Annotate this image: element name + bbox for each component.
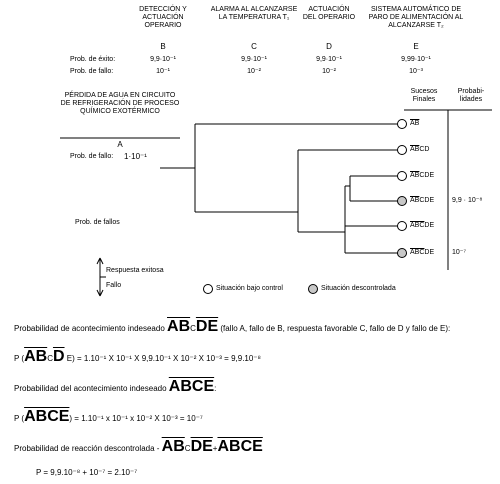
p-fallo-c: 10⁻² [247,68,261,75]
legend-descontrolada: Situación descontrolada [321,285,396,292]
initiator-letter: A [117,140,123,149]
event-letter-b: B [160,42,166,51]
eq-line-4: P (ABCE) = 1.10⁻¹ x 10⁻¹ x 10⁻² X 10⁻³ =… [14,408,203,425]
outcome-label-5: ABCDE [410,222,435,229]
outcome-circle-bad [397,196,407,206]
outcome-label-1: AB [410,120,420,127]
p-exito-d: 9,9·10⁻¹ [316,56,342,63]
p-exito-e: 9,99·10⁻¹ [401,56,431,63]
eq-line-6: P = 9,9.10⁻⁸ + 10⁻⁷ = 2.10⁻⁷ [36,468,138,477]
legend-circle-ok [203,284,213,294]
event-letter-e: E [413,42,419,51]
legend-bajo-control: Situación bajo control [216,285,283,292]
prob-fallos-label: Prob. de fallos [75,219,120,226]
p-exito-c: 9,9·10⁻¹ [241,56,267,63]
outcome-label-3: ABCDE [410,172,435,179]
legend-respuesta: Respuesta exitosa [106,267,164,274]
col-header-sucesos: Sucesos Finales [410,88,438,103]
event-letter-d: D [326,42,332,51]
p-exito-b: 9,9·10⁻¹ [150,56,176,63]
outcome-label-6: ABCDE [410,249,435,256]
outcome-circle-ok [397,145,407,155]
outcome-prob-1: 9,9 · 10⁻⁸ [452,197,483,204]
eq-line-2: P (ABCD E) = 1.10⁻¹ X 10⁻¹ X 9,9.10⁻¹ X … [14,348,261,365]
p-fallo-e: 10⁻³ [409,68,423,75]
outcome-circle-bad [397,248,407,258]
legend-circle-bad [308,284,318,294]
event-header-d: ACTUACIÓN DEL OPERARIO [302,6,356,21]
event-letter-c: C [251,42,257,51]
col-header-probab: Probabi-lidades [457,88,485,103]
eq-line-3: Probabilidad del acontecimiento indesead… [14,378,217,395]
outcome-prob-2: 10⁻⁷ [452,249,467,256]
row-label-fallo: Prob. de fallo: [70,68,114,75]
outcome-circle-ok [397,221,407,231]
outcome-circle-ok [397,171,407,181]
p-fallo-d: 10⁻² [322,68,336,75]
row-label-exito: Prob. de éxito: [70,56,116,63]
p-fallo-b: 10⁻¹ [156,68,170,75]
event-header-e: SISTEMA AUTOMÁTICO DE PARO DE ALIMENTACI… [368,6,464,29]
initiator-title: PÉRDIDA DE AGUA EN CIRCUITO DE REFRIGERA… [60,92,180,115]
initiator-pfallo-label: Prob. de fallo: [70,153,114,160]
outcome-circle-ok [397,119,407,129]
outcome-label-2: ABCD [410,146,430,153]
eq-line-5: Probabilidad de reacción descontrolada -… [14,438,263,455]
initiator-pfallo-value: 1·10⁻¹ [124,152,147,161]
outcome-label-4: ABCDE [410,197,435,204]
event-header-c: ALARMA AL ALCANZARSE LA TEMPERATURA T₁ [210,6,298,21]
legend-fallo: Fallo [106,282,122,289]
eq-line-1: Probabilidad de acontecimiento indeseado… [14,318,451,335]
event-header-b: DETECCIÓN Y ACTUACIÓN OPERARIO [139,6,187,29]
